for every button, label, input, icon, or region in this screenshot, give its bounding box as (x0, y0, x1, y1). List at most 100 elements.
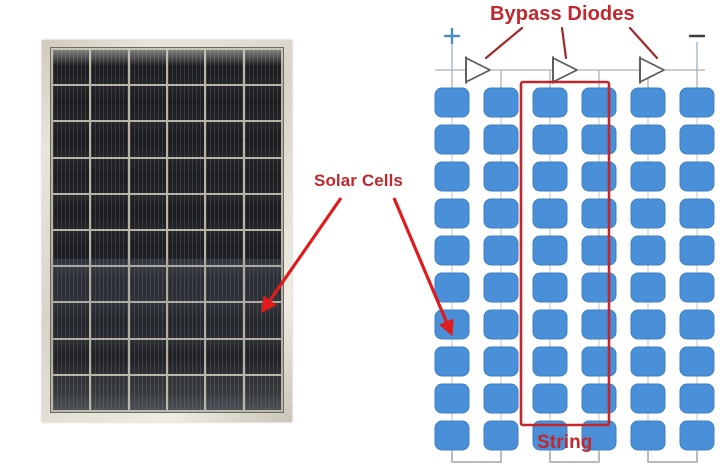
schematic-solar-cell (532, 124, 568, 155)
solar-panel-photograph (42, 40, 292, 422)
photo-cell (244, 122, 281, 157)
schematic-solar-cell (434, 198, 470, 229)
photo-cell (206, 231, 243, 266)
schematic-solar-cell (434, 420, 470, 451)
schematic-solar-cell (532, 272, 568, 303)
schematic-solar-cell (483, 420, 519, 451)
photo-cell (91, 303, 128, 338)
photo-cell (167, 86, 205, 121)
schematic-solar-cell (581, 235, 617, 266)
schematic-solar-cell (679, 420, 715, 451)
photo-cell (167, 339, 205, 374)
string-bracket-2 (549, 451, 600, 463)
schematic-solar-cell (630, 161, 666, 192)
photo-cell (91, 122, 128, 157)
schematic-solar-cell (581, 124, 617, 155)
schematic-solar-cell (434, 383, 470, 414)
photo-cell (91, 194, 128, 229)
photo-cell (129, 122, 166, 157)
schematic-solar-cell (581, 346, 617, 377)
solar-panel-glass (50, 47, 284, 413)
photo-cell (129, 50, 166, 85)
photo-cell (167, 50, 205, 85)
photo-cell (244, 339, 281, 374)
schematic-solar-cell (630, 309, 666, 340)
photo-cell (206, 303, 243, 338)
photo-cell (206, 267, 243, 302)
bypass-diode-callout-lines (484, 26, 659, 60)
schematic-solar-cell (679, 198, 715, 229)
photo-cell (53, 50, 90, 85)
schematic-solar-cell (679, 87, 715, 118)
schematic-solar-cell (679, 235, 715, 266)
schematic-solar-cell (679, 272, 715, 303)
schematic-solar-cell (630, 87, 666, 118)
string-bracket-1 (451, 451, 502, 463)
photo-cell (167, 194, 205, 229)
photo-cell (244, 303, 281, 338)
photo-cell (206, 375, 243, 410)
schematic-cell-array (434, 87, 715, 451)
photo-cell (129, 267, 166, 302)
photo-cell (244, 86, 281, 121)
photo-cell (91, 339, 128, 374)
schematic-solar-cell (630, 198, 666, 229)
photo-cell (206, 122, 243, 157)
schematic-solar-cell (483, 198, 519, 229)
schematic-solar-cell (483, 272, 519, 303)
photo-cell (53, 86, 90, 121)
photo-cell (167, 267, 205, 302)
photo-cell (244, 50, 281, 85)
schematic-solar-cell (630, 383, 666, 414)
photo-cell (129, 375, 166, 410)
schematic-solar-cell (532, 235, 568, 266)
schematic-solar-cell (434, 272, 470, 303)
schematic-solar-cell (581, 161, 617, 192)
schematic-solar-cell (434, 87, 470, 118)
callout-bypass-diode-2 (560, 26, 568, 60)
photo-cell (129, 86, 166, 121)
schematic-solar-cell (581, 87, 617, 118)
photo-cell (91, 375, 128, 410)
label-string: String (537, 432, 593, 453)
schematic-solar-cell (679, 161, 715, 192)
schematic-solar-cell (532, 309, 568, 340)
photo-cell (129, 303, 166, 338)
schematic-solar-cell (630, 272, 666, 303)
schematic-solar-cell (581, 272, 617, 303)
schematic-solar-cell (483, 383, 519, 414)
photo-cell (206, 339, 243, 374)
schematic-solar-cell (434, 124, 470, 155)
schematic-solar-cell (532, 87, 568, 118)
schematic-solar-cell (630, 235, 666, 266)
schematic-solar-cell (581, 420, 617, 451)
photo-cell (53, 194, 90, 229)
bypass-diode-2 (552, 56, 578, 84)
schematic-solar-cell (483, 346, 519, 377)
schematic-solar-cell (483, 87, 519, 118)
photo-cell (53, 303, 90, 338)
schematic-solar-cell (483, 309, 519, 340)
schematic-solar-cell (679, 383, 715, 414)
photo-cell (129, 158, 166, 193)
schematic-solar-cell (532, 346, 568, 377)
schematic-solar-cell (434, 161, 470, 192)
schematic-solar-cell (434, 346, 470, 377)
schematic-solar-cell (434, 309, 470, 340)
photo-cell (129, 194, 166, 229)
schematic-solar-cell (679, 309, 715, 340)
photo-cell (129, 339, 166, 374)
callout-bypass-diode-3 (628, 26, 659, 60)
schematic-svg (434, 26, 715, 463)
photo-cell (167, 158, 205, 193)
schematic-solar-cell (532, 420, 568, 451)
string-highlight-box (519, 80, 611, 427)
photo-cell (167, 303, 205, 338)
schematic-solar-cell (581, 383, 617, 414)
schematic-solar-cell (581, 309, 617, 340)
label-bypass-diodes: Bypass Diodes (490, 3, 635, 25)
schematic-solar-cell (532, 161, 568, 192)
schematic-solar-cell (434, 235, 470, 266)
photo-cell (91, 267, 128, 302)
